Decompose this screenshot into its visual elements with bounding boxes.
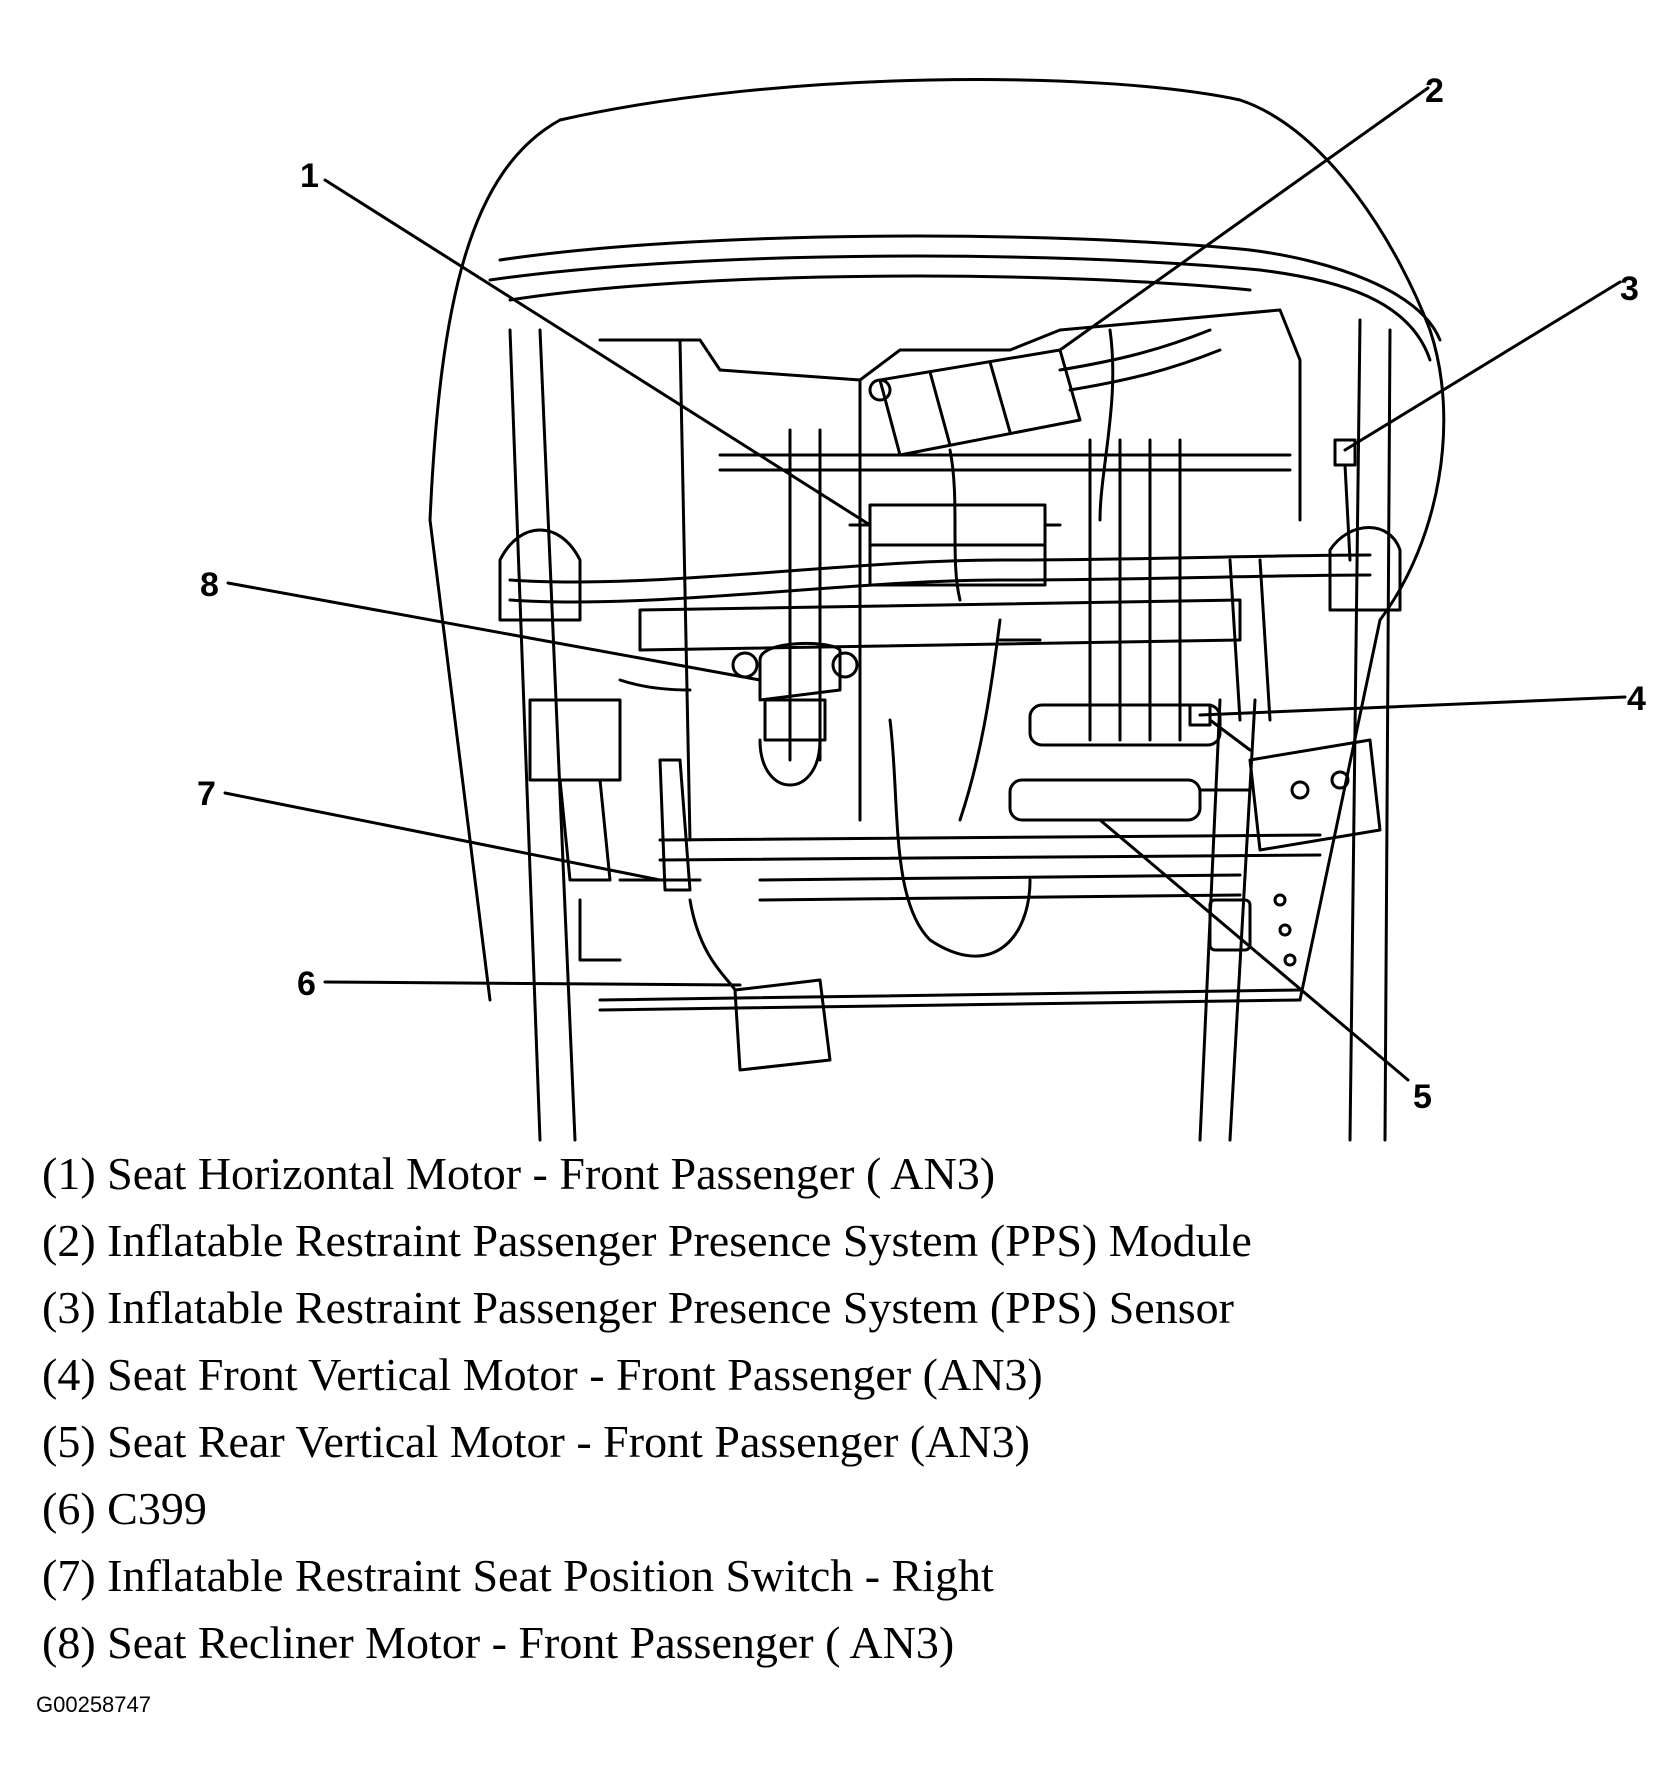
figure-id: G00258747: [36, 1692, 151, 1717]
component-legend: (1) Seat Horizontal Motor - Front Passen…: [42, 1140, 1642, 1676]
pps-module: [878, 348, 1082, 457]
main-cross-tube: [508, 553, 1372, 584]
callout-7: 7: [197, 775, 216, 813]
callout-3: 3: [1620, 270, 1639, 308]
callout-1: 1: [300, 157, 319, 195]
legend-item-7: (7) Inflatable Restraint Seat Position S…: [42, 1550, 994, 1601]
legend-item-1: (1) Seat Horizontal Motor - Front Passen…: [42, 1148, 996, 1199]
right-side-rail: [1348, 318, 1362, 1142]
callout-4: 4: [1627, 680, 1646, 718]
leader-lines: [223, 86, 1627, 1082]
seat-position-switch: [658, 758, 692, 892]
wiring-harness: [888, 718, 1032, 958]
right-track-bracket: [1248, 738, 1382, 852]
callout-5: 5: [1413, 1078, 1432, 1116]
callout-8: 8: [200, 566, 219, 604]
legend-item-5: (5) Seat Rear Vertical Motor - Front Pas…: [42, 1416, 1030, 1467]
legend-item-3: (3) Inflatable Restraint Passenger Prese…: [42, 1282, 1234, 1333]
callout-2: 2: [1425, 72, 1444, 110]
legend-item-2: (2) Inflatable Restraint Passenger Prese…: [42, 1215, 1252, 1266]
callout-numbers: 1 2 3 4 5 6 7 8: [197, 72, 1646, 1116]
seat-underside-drawing: 1 2 3 4 5 6 7 8: [197, 72, 1646, 1142]
seat-rear-vertical-motor: [1008, 778, 1202, 822]
left-side-rail: [508, 328, 542, 1142]
seat-horizontal-motor: [868, 503, 1047, 547]
c399-connector: [733, 978, 832, 1072]
legend-item-6: (6) C399: [42, 1483, 207, 1534]
left-track-bracket: [528, 698, 622, 782]
seat-recliner-motor: [758, 642, 842, 702]
seat-front-vertical-motor: [1028, 703, 1222, 747]
frame-plate: [598, 308, 1302, 522]
legend-item-8: (8) Seat Recliner Motor - Front Passenge…: [42, 1617, 955, 1668]
callout-6: 6: [297, 965, 316, 1003]
pps-sensor: [1333, 438, 1357, 467]
legend-item-4: (4) Seat Front Vertical Motor - Front Pa…: [42, 1349, 1043, 1400]
seat-cushion-outline: [428, 78, 1446, 1002]
seat-cushion-inner-outline: [498, 234, 1442, 342]
